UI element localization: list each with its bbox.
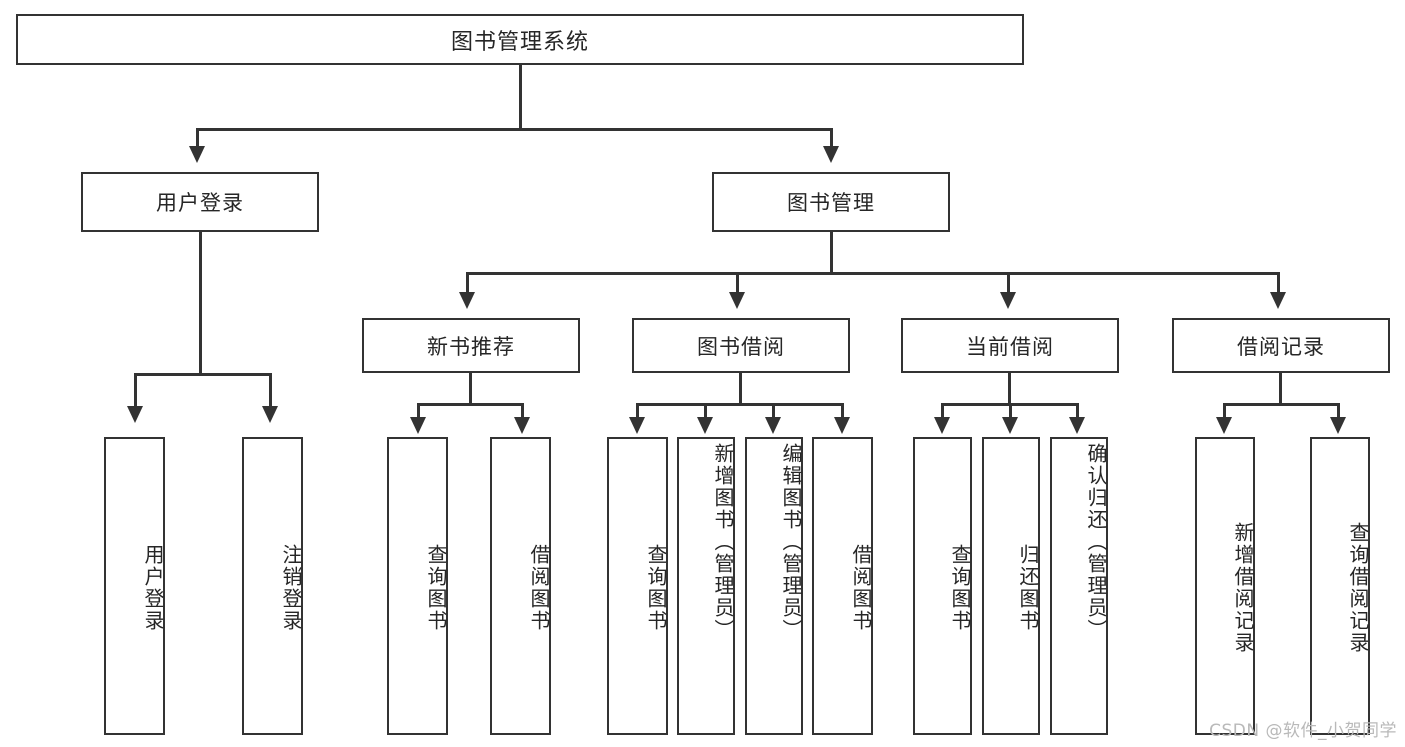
edge-bm-drop-2 bbox=[736, 272, 739, 294]
edge-bb-drop-1 bbox=[636, 403, 639, 419]
node-label: 借阅图书 bbox=[849, 544, 873, 632]
node-label: 确认归还（管理员） bbox=[1084, 443, 1108, 641]
arrowhead-leaf-user-login bbox=[127, 406, 143, 423]
edge-bb-drop-4 bbox=[841, 403, 844, 419]
node-label: 用户登录 bbox=[156, 191, 244, 215]
edge-nbr-drop-2 bbox=[521, 403, 524, 419]
edge-bb-bus bbox=[636, 403, 844, 406]
arrowhead-current-borrow bbox=[1000, 292, 1016, 309]
node-label: 查询借阅记录 bbox=[1346, 522, 1370, 654]
edge-user-login-drop-1 bbox=[134, 373, 137, 408]
edge-cb-drop-2 bbox=[1009, 403, 1012, 419]
node-label: 新书推荐 bbox=[427, 334, 515, 359]
edge-br-drop-1 bbox=[1223, 403, 1226, 419]
edge-cb-drop-3 bbox=[1076, 403, 1079, 419]
arrowhead-borrow-record bbox=[1270, 292, 1286, 309]
node-borrow-record[interactable]: 借阅记录 bbox=[1172, 318, 1390, 373]
node-label: 当前借阅 bbox=[966, 334, 1054, 359]
node-leaf-edit-book[interactable]: 编辑图书（管理员） bbox=[745, 437, 803, 735]
node-leaf-borrow-book-1[interactable]: 借阅图书 bbox=[490, 437, 551, 735]
node-label: 图书管理系统 bbox=[450, 29, 589, 55]
node-leaf-add-book[interactable]: 新增图书（管理员） bbox=[677, 437, 735, 735]
node-label: 图书管理 bbox=[787, 191, 875, 215]
edge-book-manage-bus bbox=[466, 272, 1280, 275]
node-label: 用户登录 bbox=[141, 544, 165, 632]
edge-user-login-stem bbox=[199, 232, 202, 375]
arrowhead-leaf-return-book bbox=[1002, 417, 1018, 434]
node-label: 图书借阅 bbox=[697, 334, 785, 359]
edge-root-stem bbox=[519, 65, 522, 129]
edge-root-to-user-login bbox=[196, 128, 199, 148]
arrowhead-leaf-query-book-3 bbox=[934, 417, 950, 434]
node-root-book-management-system[interactable]: 图书管理系统 bbox=[16, 14, 1024, 65]
edge-user-login-bus bbox=[134, 373, 271, 376]
arrowhead-user-login bbox=[189, 146, 205, 163]
node-label: 查询图书 bbox=[424, 544, 448, 632]
node-leaf-query-book-2[interactable]: 查询图书 bbox=[607, 437, 668, 735]
edge-user-login-drop-2 bbox=[269, 373, 272, 408]
node-leaf-query-record[interactable]: 查询借阅记录 bbox=[1310, 437, 1370, 735]
node-leaf-logout-login[interactable]: 注销登录 bbox=[242, 437, 303, 735]
edge-bb-drop-2 bbox=[704, 403, 707, 419]
edge-br-drop-2 bbox=[1337, 403, 1340, 419]
node-leaf-borrow-book-2[interactable]: 借阅图书 bbox=[812, 437, 873, 735]
node-leaf-confirm-return[interactable]: 确认归还（管理员） bbox=[1050, 437, 1108, 735]
edge-bm-drop-1 bbox=[466, 272, 469, 294]
node-user-login[interactable]: 用户登录 bbox=[81, 172, 319, 232]
edge-bb-drop-3 bbox=[772, 403, 775, 419]
edge-bm-drop-4 bbox=[1277, 272, 1280, 294]
node-label: 新增图书（管理员） bbox=[711, 443, 735, 641]
node-label: 注销登录 bbox=[279, 544, 303, 632]
node-label: 查询图书 bbox=[644, 544, 668, 632]
edge-cb-drop-1 bbox=[941, 403, 944, 419]
arrowhead-leaf-query-record bbox=[1330, 417, 1346, 434]
node-leaf-return-book[interactable]: 归还图书 bbox=[982, 437, 1040, 735]
node-book-borrow[interactable]: 图书借阅 bbox=[632, 318, 850, 373]
node-label: 查询图书 bbox=[948, 544, 972, 632]
edge-cb-stem bbox=[1008, 373, 1011, 405]
node-leaf-user-login[interactable]: 用户登录 bbox=[104, 437, 165, 735]
node-book-management[interactable]: 图书管理 bbox=[712, 172, 950, 232]
node-leaf-add-record[interactable]: 新增借阅记录 bbox=[1195, 437, 1255, 735]
node-label: 新增借阅记录 bbox=[1231, 522, 1255, 654]
edge-br-bus bbox=[1223, 403, 1339, 406]
node-label: 编辑图书（管理员） bbox=[779, 443, 803, 641]
edge-bm-drop-3 bbox=[1007, 272, 1010, 294]
node-current-borrow[interactable]: 当前借阅 bbox=[901, 318, 1119, 373]
arrowhead-leaf-borrow-book-1 bbox=[514, 417, 530, 434]
edge-root-bus bbox=[196, 128, 833, 131]
arrowhead-book-manage bbox=[823, 146, 839, 163]
arrowhead-leaf-query-book-1 bbox=[410, 417, 426, 434]
arrowhead-leaf-edit-book bbox=[765, 417, 781, 434]
node-label: 归还图书 bbox=[1016, 544, 1040, 632]
edge-nbr-stem bbox=[469, 373, 472, 405]
edge-br-stem bbox=[1279, 373, 1282, 405]
node-label: 借阅记录 bbox=[1237, 334, 1325, 359]
node-leaf-query-book-3[interactable]: 查询图书 bbox=[913, 437, 972, 735]
arrowhead-new-book-recommend bbox=[459, 292, 475, 309]
node-leaf-query-book-1[interactable]: 查询图书 bbox=[387, 437, 448, 735]
arrowhead-leaf-add-record bbox=[1216, 417, 1232, 434]
edge-nbr-bus bbox=[417, 403, 524, 406]
arrowhead-leaf-query-book-2 bbox=[629, 417, 645, 434]
edge-book-manage-stem bbox=[830, 232, 833, 274]
arrowhead-leaf-borrow-book-2 bbox=[834, 417, 850, 434]
arrowhead-leaf-logout-login bbox=[262, 406, 278, 423]
edge-root-to-book-manage bbox=[830, 128, 833, 148]
node-new-book-recommend[interactable]: 新书推荐 bbox=[362, 318, 580, 373]
node-label: 借阅图书 bbox=[527, 544, 551, 632]
watermark-text: CSDN @软件_小贺同学 bbox=[1209, 721, 1397, 741]
edge-bb-stem bbox=[739, 373, 742, 405]
arrowhead-book-borrow bbox=[729, 292, 745, 309]
arrowhead-leaf-confirm-return bbox=[1069, 417, 1085, 434]
arrowhead-leaf-add-book bbox=[697, 417, 713, 434]
edge-nbr-drop-1 bbox=[417, 403, 420, 419]
